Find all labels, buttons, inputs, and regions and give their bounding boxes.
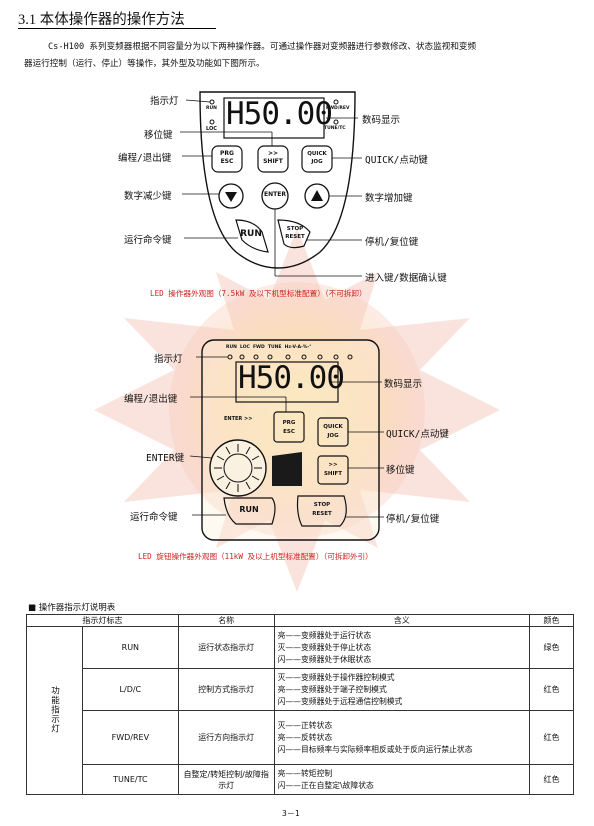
panel1-caption: LED 操作器外观图（7.5kW 及以下机型标准配置）（不可拆卸）	[150, 289, 367, 298]
table-row: L/D/C 控制方式指示灯 灭——变频器处于操作器控制模式亮——变频器处于端子控…	[27, 668, 574, 711]
panel2-enter-label: ENTER >>	[224, 416, 253, 422]
panel2-shift-key[interactable]: >>SHIFT	[323, 462, 343, 477]
heading-underline	[18, 28, 216, 29]
panel2-caption: LED 旋钮操作器外观图（11kW 及以上机型标准配置）（可拆卸外引）	[138, 552, 373, 561]
shift-key-frame	[257, 145, 289, 173]
panel2-shift-key-frame	[317, 455, 349, 485]
panel2-label-run: 运行命令键	[130, 512, 178, 523]
intro-line-2: 器运行控制（运行、停止）等操作，其外型及功能如下图所示。	[24, 59, 265, 69]
run-key-frame	[235, 219, 269, 253]
panel2-indicator-row: RUN LOC FWD TUNE Hz-V-A-%-°	[226, 345, 312, 350]
panel1-label-enter: 进入键/数据确认键	[365, 273, 447, 284]
fwd-indicator-label: FWD/REV	[326, 106, 350, 111]
header-meaning: 含义	[273, 614, 531, 627]
panel2-prg-key-frame	[273, 411, 305, 443]
loc-indicator-dot	[209, 119, 215, 125]
table-row: FWD/REV 运行方向指示灯 灭——正转状态亮——反转状态闪——目标频率与实际…	[27, 710, 574, 765]
header-mark: 指示灯标志	[26, 614, 179, 627]
up-arrow-icon	[311, 190, 323, 201]
table-header-row: 指示灯标志 名称 含义 颜色	[26, 614, 574, 627]
table-title: ■ 操作器指示灯说明表	[28, 603, 116, 613]
panel2-label-indicator: 指示灯	[154, 354, 183, 365]
panel1-label-display: 数码显示	[362, 115, 401, 126]
knob-shadow-block	[272, 452, 302, 486]
down-arrow-icon	[225, 192, 237, 202]
panel2-display: H50.00	[238, 360, 345, 396]
panel2-label-quick: QUICK/点动键	[386, 429, 449, 440]
prg-key-frame	[211, 145, 243, 173]
panel1-label-indicator: 指示灯	[150, 96, 179, 107]
group-cell: 功能指示灯	[26, 626, 83, 795]
panel1-label-down: 数字减少键	[124, 191, 172, 202]
panel2-label-enter: ENTER键	[146, 453, 185, 464]
panel1-label-shift: 移位键	[144, 130, 173, 141]
panel1-label-stop: 停机/复位键	[365, 237, 419, 248]
panel2-run-key[interactable]: RUN	[239, 505, 259, 514]
quick-key-frame	[301, 145, 333, 173]
loc-indicator-label: LOC	[206, 126, 217, 132]
section-heading: 3.1 本体操作器的操作方法	[18, 12, 185, 28]
header-color: 颜色	[529, 614, 574, 627]
panel2-label-stop: 停机/复位键	[386, 514, 440, 525]
panel2-label-prg: 编程/退出键	[124, 394, 178, 405]
header-name: 名称	[177, 614, 275, 627]
table-row: 功能指示灯 RUN 运行状态指示灯 亮——变频器处于运行状态灭——变频器处于停止…	[26, 626, 574, 795]
panel1-label-prg: 编程/退出键	[118, 153, 172, 164]
panel1-display-frame	[223, 97, 325, 139]
tune-indicator-dot	[333, 119, 339, 125]
panel1-label-quick: QUICK/点动键	[365, 155, 428, 166]
intro-line-1: Cs-H100 系列变频器根据不同容量分为以下两种操作器。可通过操作器对变频器进…	[48, 42, 477, 52]
panel1-display: H50.00	[226, 96, 333, 132]
panel2-label-display: 数码显示	[384, 379, 423, 390]
encoder-knob	[209, 439, 267, 497]
page-number: 3－1	[282, 809, 300, 818]
panel1-label-run: 运行命令键	[124, 235, 172, 246]
panel2-enter-knob[interactable]	[210, 440, 266, 496]
enter-key[interactable]: ENTER	[264, 191, 286, 198]
stop-key-frame	[277, 219, 311, 249]
panel2-label-shift: 移位键	[386, 465, 415, 476]
panel2-run-key-frame	[223, 497, 276, 525]
panel1-outline	[199, 91, 356, 269]
fwd-indicator-dot	[333, 99, 339, 105]
indicator-table: 指示灯标志 名称 含义 颜色 功能指示灯 RUN 运行状态指示灯 亮——变频器处…	[26, 614, 574, 795]
table-row: TUNE/TC 自整定/转矩控制/故障指示灯 亮——转矩控制闪——正在自整定\故…	[27, 764, 574, 795]
shift-key[interactable]: >>SHIFT	[263, 150, 283, 165]
run-key[interactable]: RUN	[240, 229, 262, 239]
run-indicator-label: RUN	[206, 106, 217, 111]
panel2-stop-key-frame	[296, 495, 347, 527]
tune-indicator-label: TUNE/TC	[324, 126, 346, 131]
panel1-label-up: 数字增加键	[365, 193, 413, 204]
